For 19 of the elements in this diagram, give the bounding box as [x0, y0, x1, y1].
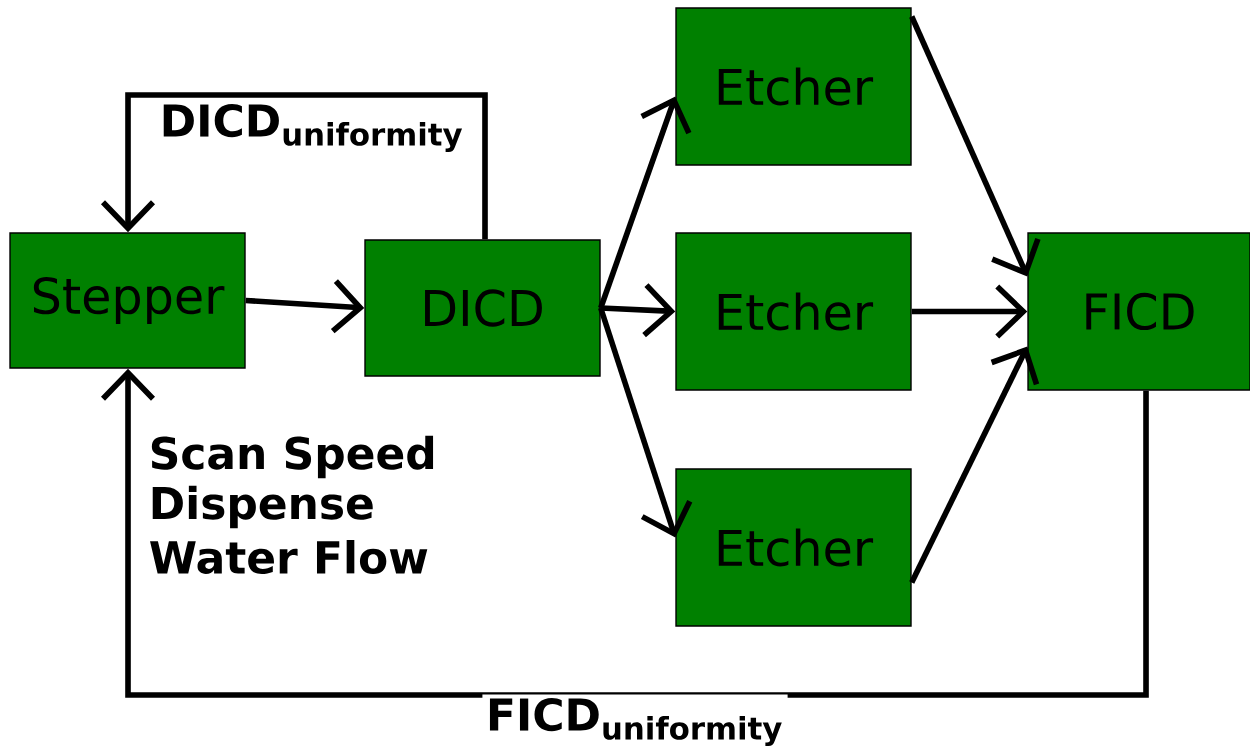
note-text: Dispense: [152, 485, 373, 529]
edge-label: $\textbf{FICD}_{\textbf{uniformity}}$: [482, 694, 788, 750]
arrow: [245, 279, 365, 334]
arrow: [909, 346, 1040, 584]
arrow: [909, 15, 1041, 277]
process-box: Stepper: [9, 232, 246, 369]
note-text: Scan Speed: [151, 435, 434, 479]
process-box: Etcher: [675, 7, 912, 166]
note-text: Water Flow: [150, 539, 428, 574]
process-box: DICD: [364, 239, 601, 377]
arrow: [598, 96, 692, 309]
process-box: Etcher: [675, 468, 912, 627]
arrow: [100, 368, 1149, 698]
arrow: [598, 307, 693, 538]
arrow: [911, 284, 1028, 339]
process-box: Etcher: [675, 232, 912, 391]
process-box: FICD: [1027, 232, 1250, 391]
edge-label: $\textbf{DICD}_{\textbf{uniformity}}$: [156, 100, 468, 156]
arrow: [100, 92, 488, 240]
